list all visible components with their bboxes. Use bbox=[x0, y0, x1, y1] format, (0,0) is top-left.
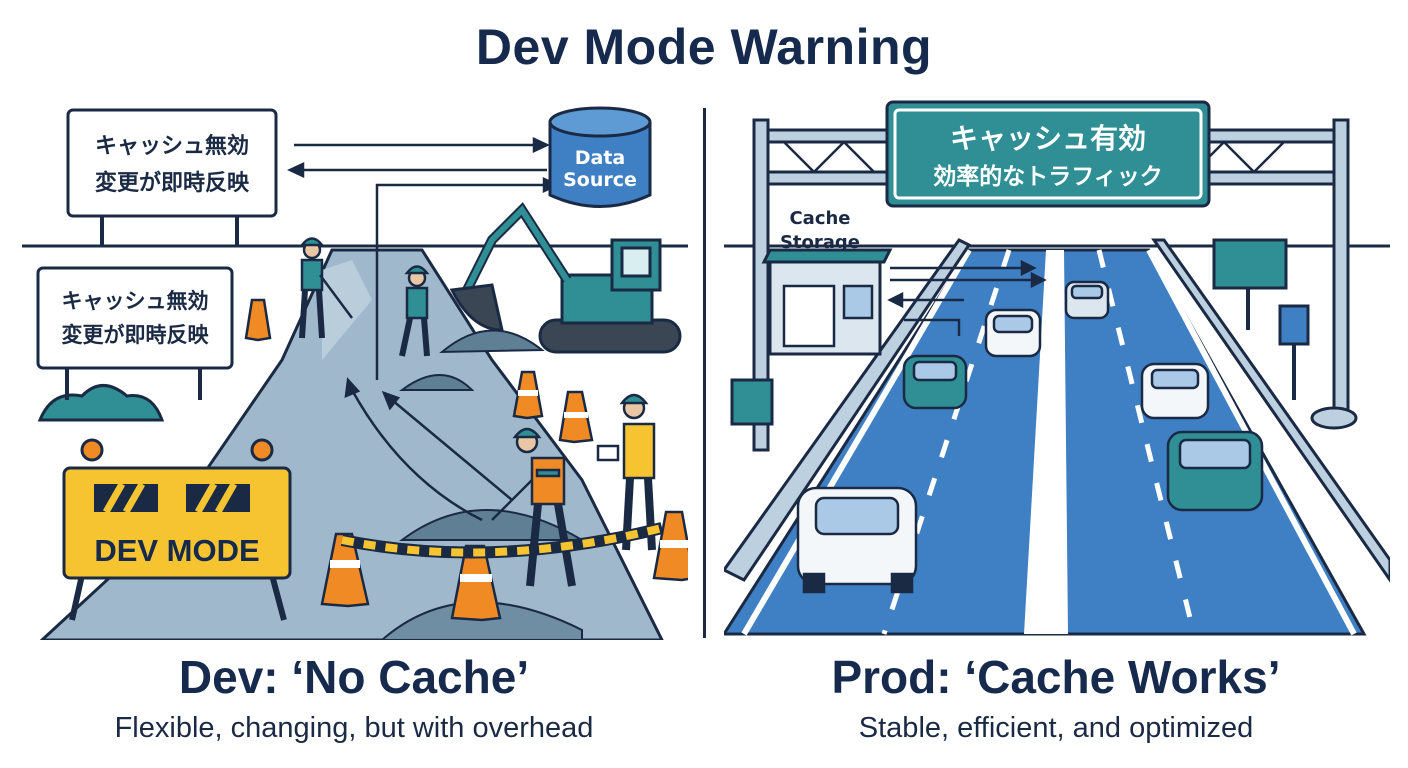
dev-sign-top: キャッシュ無効 変更が即時反映 bbox=[66, 108, 278, 246]
prod-panel: キャッシュ有効 効率的なトラフィック Cache Storage bbox=[724, 100, 1390, 640]
car-icon bbox=[1140, 362, 1210, 420]
road-sign-small bbox=[730, 378, 774, 426]
traffic-cone-icon bbox=[450, 544, 502, 622]
sign-gantry: キャッシュ有効 効率的なトラフィック bbox=[752, 100, 1350, 452]
car-icon bbox=[902, 354, 968, 410]
car-icon bbox=[1064, 280, 1110, 320]
dev-caption-title: Dev: ‘No Cache’ bbox=[178, 651, 530, 703]
dev-mode-barricade: DEV MODE bbox=[62, 438, 292, 621]
car-icon bbox=[984, 308, 1042, 358]
traffic-cone-icon bbox=[244, 298, 272, 342]
gantry-line1: キャッシュ有効 bbox=[950, 122, 1146, 155]
dev-caption-subtitle: Flexible, changing, but with overhead bbox=[114, 712, 594, 744]
bush bbox=[37, 384, 165, 422]
storage-label-line2: Storage bbox=[780, 232, 860, 253]
traffic-cone-icon bbox=[652, 510, 688, 582]
dev-sign-top-line2: 変更が即時反映 bbox=[95, 170, 250, 196]
prod-caption-title: Prod: ‘Cache Works’ bbox=[831, 651, 1281, 703]
dirt-pile bbox=[398, 374, 475, 391]
road-sign-small bbox=[1212, 238, 1288, 330]
traffic-cone-icon bbox=[320, 532, 370, 608]
worker-icon bbox=[596, 393, 656, 551]
dev-sign-mid-line2: 変更が即時反映 bbox=[62, 323, 210, 347]
dev-sign-mid: キャッシュ無効 変更が即時反映 bbox=[36, 266, 234, 400]
dev-sign-mid-line1: キャッシュ無効 bbox=[62, 289, 209, 313]
data-source-label-line2: Source bbox=[563, 169, 637, 191]
data-source-cylinder: Data Source bbox=[548, 106, 652, 208]
car-icon bbox=[1166, 430, 1264, 512]
road-sign-small bbox=[1278, 304, 1358, 430]
excavator-icon bbox=[449, 202, 682, 354]
dev-mode-label: DEV MODE bbox=[94, 533, 259, 568]
worker-icon bbox=[399, 265, 430, 357]
page-title: Dev Mode Warning bbox=[475, 19, 933, 75]
worker-icon bbox=[491, 427, 576, 587]
cache-storage-booth: Cache Storage bbox=[761, 208, 893, 356]
gantry-line2: 効率的なトラフィック bbox=[933, 163, 1163, 190]
storage-label-line1: Cache bbox=[789, 208, 850, 229]
dev-sign-top-line1: キャッシュ無効 bbox=[95, 133, 249, 159]
panel-divider bbox=[703, 108, 706, 638]
worker-icon bbox=[299, 237, 354, 339]
car-icon bbox=[796, 486, 918, 594]
data-source-label-line1: Data bbox=[575, 147, 626, 169]
traffic-cone-icon bbox=[512, 370, 544, 420]
prod-caption-subtitle: Stable, efficient, and optimized bbox=[858, 712, 1254, 744]
traffic-cone-icon bbox=[558, 390, 594, 444]
dev-panel: キャッシュ無効 変更が即時反映 Data Source キャッシュ無効 変更が即… bbox=[22, 100, 688, 640]
